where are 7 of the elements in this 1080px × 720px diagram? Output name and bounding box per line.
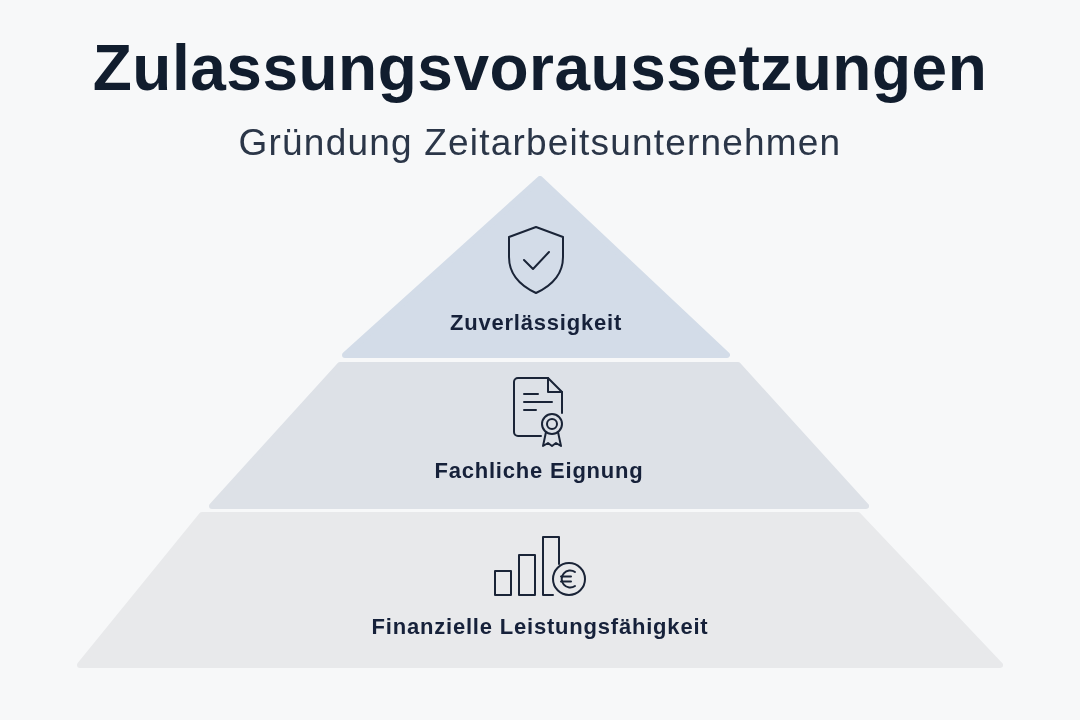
pyramid-tier [77,512,1003,668]
tier-label: Finanzielle Leistungsfähigkeit [371,612,709,640]
subtitle: Gründung Zeitarbeitsunternehmen [238,124,842,161]
tier-label: Fachliche Eignung [434,456,644,484]
pyramid-tier [209,362,869,509]
pyramid-top-tier [342,176,730,358]
tier-label: Zuverlässigkeit [449,308,623,336]
